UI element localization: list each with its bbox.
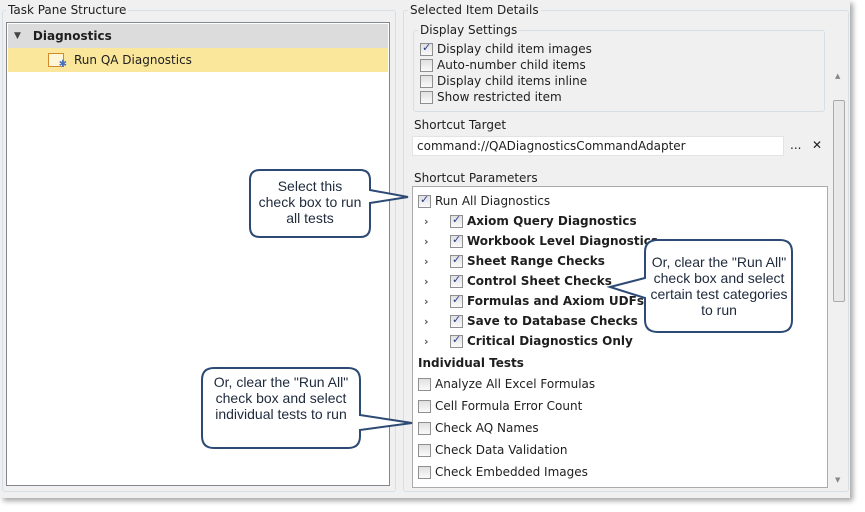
category-label: Workbook Level Diagnostics xyxy=(467,234,659,248)
display-settings-title: Display Settings xyxy=(418,23,520,37)
checkbox-icon[interactable] xyxy=(450,273,463,288)
expand-chevron-icon[interactable]: › xyxy=(424,294,429,308)
callout-categories-text: Or, clear the "Run All" check box and se… xyxy=(650,254,788,318)
expand-chevron-icon[interactable]: › xyxy=(424,254,429,268)
shortcut-target-label: Shortcut Target xyxy=(414,118,507,132)
expand-chevron-icon[interactable]: › xyxy=(424,214,429,228)
details-group xyxy=(403,10,849,492)
checkbox-restricted[interactable]: Show restricted item xyxy=(420,90,562,104)
label: Show restricted item xyxy=(437,90,562,104)
label: Run All Diagnostics xyxy=(435,194,551,208)
category-row[interactable]: › Critical Diagnostics Only xyxy=(424,333,633,349)
expand-chevron-icon[interactable]: › xyxy=(424,274,429,288)
category-row[interactable]: › Workbook Level Diagnostics xyxy=(424,233,659,249)
test-row[interactable]: Check AQ Names xyxy=(418,421,539,435)
category-label: Axiom Query Diagnostics xyxy=(467,214,637,228)
tree-node-label: Diagnostics xyxy=(32,29,112,43)
test-row[interactable]: Cell Formula Error Count xyxy=(418,399,582,413)
checkbox-icon[interactable] xyxy=(450,213,463,228)
expand-chevron-icon[interactable]: › xyxy=(424,234,429,248)
checkbox-icon[interactable] xyxy=(418,377,431,391)
checkbox-icon[interactable] xyxy=(418,465,431,479)
category-row[interactable]: › Save to Database Checks xyxy=(424,313,638,329)
category-row[interactable]: › Formulas and Axiom UDFs xyxy=(424,293,644,309)
label: Display child items inline xyxy=(437,74,588,88)
details-title: Selected Item Details xyxy=(408,3,541,17)
tree-node-label: Run QA Diagnostics xyxy=(74,53,192,67)
category-label: Critical Diagnostics Only xyxy=(467,334,633,348)
category-label: Formulas and Axiom UDFs xyxy=(467,294,644,308)
browse-button[interactable]: ... xyxy=(790,138,802,152)
shortcut-gear-icon: ✱ xyxy=(48,53,67,70)
shortcut-target-input[interactable]: command://QADiagnosticsCommandAdapter xyxy=(412,136,784,156)
checkbox-icon[interactable] xyxy=(420,41,433,56)
individual-tests-heading: Individual Tests xyxy=(418,356,524,370)
checkbox-run-all[interactable]: Run All Diagnostics xyxy=(418,193,551,208)
checkbox-icon[interactable] xyxy=(450,293,463,308)
expand-chevron-icon[interactable]: › xyxy=(424,334,429,348)
test-row[interactable]: Check Embedded Images xyxy=(418,465,588,479)
tree-node-diagnostics[interactable]: ▼ Diagnostics xyxy=(8,24,388,48)
callout-individual-bubble xyxy=(201,367,413,449)
category-label: Save to Database Checks xyxy=(467,314,638,328)
checkbox-icon[interactable] xyxy=(418,421,431,435)
shortcut-parameters-label: Shortcut Parameters xyxy=(414,171,538,185)
display-settings-group xyxy=(413,30,825,112)
checkbox-inline[interactable]: Display child items inline xyxy=(420,74,587,88)
checkbox-display-images[interactable]: Display child item images xyxy=(420,41,592,56)
scrollbar-thumb[interactable] xyxy=(833,100,845,302)
checkbox-icon[interactable] xyxy=(418,443,431,457)
checkbox-icon[interactable] xyxy=(450,233,463,248)
task-pane-title: Task Pane Structure xyxy=(6,3,129,17)
checkbox-icon[interactable] xyxy=(420,74,433,88)
scrollbar[interactable]: ▲ ▼ xyxy=(832,68,845,488)
label: Display child item images xyxy=(437,42,592,56)
test-row[interactable]: Check Data Validation xyxy=(418,443,567,457)
checkbox-icon[interactable] xyxy=(420,58,433,72)
parameters-list[interactable] xyxy=(412,186,828,488)
checkbox-icon[interactable] xyxy=(450,313,463,328)
checkbox-icon[interactable] xyxy=(450,253,463,268)
category-label: Sheet Range Checks xyxy=(467,254,605,268)
clear-icon[interactable]: ✕ xyxy=(812,138,823,152)
category-row[interactable]: › Sheet Range Checks xyxy=(424,253,605,269)
category-row[interactable]: › Axiom Query Diagnostics xyxy=(424,213,637,229)
category-row[interactable]: › Control Sheet Checks xyxy=(424,273,612,289)
expand-chevron-icon[interactable]: › xyxy=(424,314,429,328)
category-label: Control Sheet Checks xyxy=(467,274,612,288)
tree-view[interactable]: ▼ Diagnostics ✱ Run QA Diagnostics xyxy=(6,22,390,486)
callout-run-all-bubble xyxy=(249,169,409,238)
callout-individual-text: Or, clear the "Run All" check box and se… xyxy=(213,374,349,422)
checkbox-icon[interactable] xyxy=(420,90,433,104)
scroll-down-icon[interactable]: ▼ xyxy=(835,476,841,484)
test-label: Cell Formula Error Count xyxy=(435,399,583,413)
tree-node-run-qa[interactable]: ✱ Run QA Diagnostics xyxy=(8,48,388,72)
checkbox-auto-number[interactable]: Auto-number child items xyxy=(420,58,586,72)
test-row[interactable]: Analyze All Excel Formulas xyxy=(418,377,595,391)
label: Auto-number child items xyxy=(437,58,586,72)
callout-run-all-text: Select this check box to run all tests xyxy=(258,178,362,226)
task-pane-group xyxy=(2,10,396,492)
test-label: Check Embedded Images xyxy=(435,465,588,479)
collapse-arrow-icon[interactable]: ▼ xyxy=(14,31,21,41)
checkbox-icon[interactable] xyxy=(450,333,463,348)
scroll-up-icon[interactable]: ▲ xyxy=(835,72,841,80)
test-label: Check Data Validation xyxy=(435,443,568,457)
test-label: Analyze All Excel Formulas xyxy=(435,377,596,391)
checkbox-icon[interactable] xyxy=(418,399,431,413)
test-label: Check AQ Names xyxy=(435,421,539,435)
callout-categories-bubble xyxy=(606,239,793,333)
checkbox-icon[interactable] xyxy=(418,193,431,208)
